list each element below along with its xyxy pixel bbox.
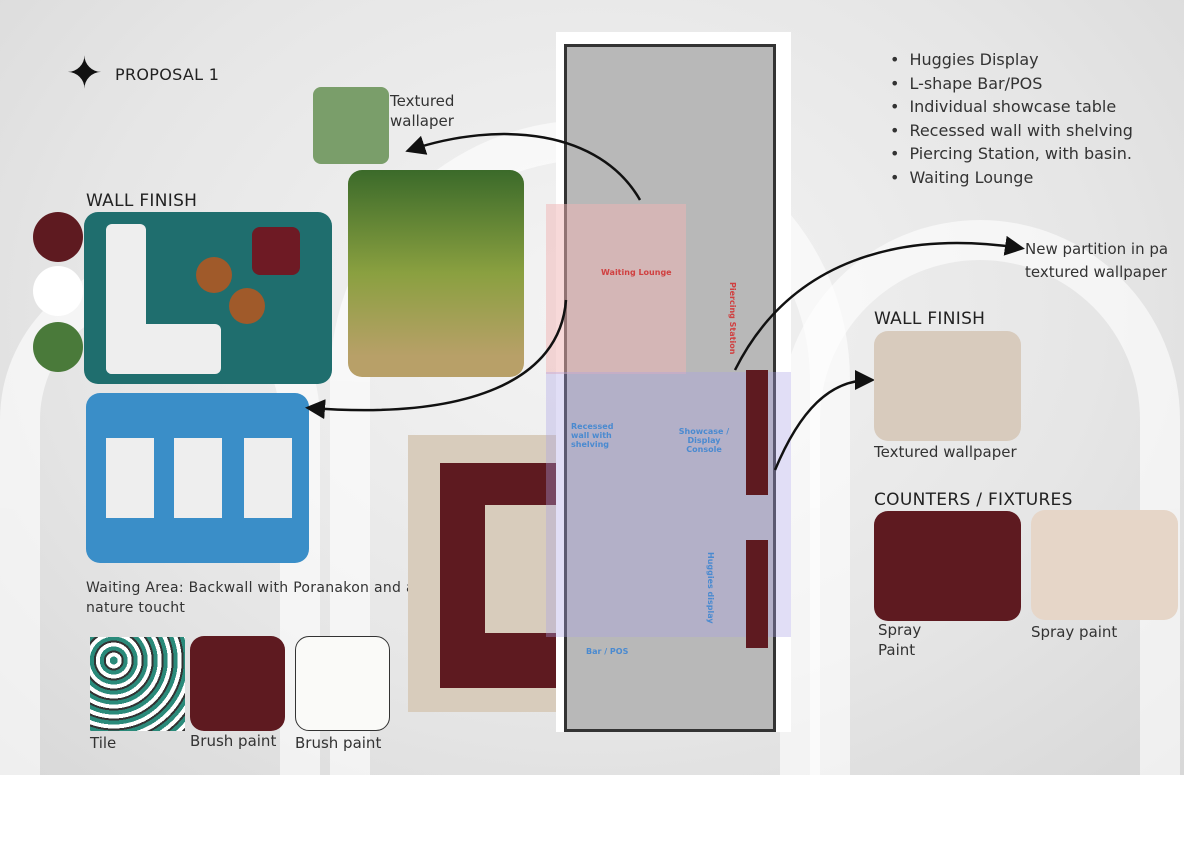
feature-item: Recessed wall with shelving bbox=[890, 119, 1133, 143]
wall-finish-heading: WALL FINISH bbox=[86, 191, 198, 211]
waiting-area-caption: Waiting Area: Backwall with Poranakon an… bbox=[86, 580, 453, 616]
plan-label-lounge: Waiting Lounge bbox=[601, 268, 672, 277]
feature-item: Piercing Station, with basin. bbox=[890, 142, 1133, 166]
tile-swatch bbox=[90, 637, 185, 731]
spray-paint-beige-swatch bbox=[1031, 510, 1178, 620]
brush-paint-maroon-swatch bbox=[190, 636, 285, 731]
feature-item: Huggies Display bbox=[890, 48, 1133, 72]
feature-item: Waiting Lounge bbox=[890, 166, 1133, 190]
spray-paint-label: Spray Paint bbox=[878, 621, 922, 659]
feature-list: Huggies Display L-shape Bar/POS Individu… bbox=[890, 48, 1133, 189]
partition-note: New partition in pa textured wallpaper bbox=[1025, 240, 1169, 281]
plan-label-piercing: Piercing Station bbox=[728, 282, 737, 355]
brush-paint-label: Brush paint bbox=[190, 732, 277, 750]
textured-wallpaper-sample bbox=[313, 87, 389, 164]
feature-item: Individual showcase table bbox=[890, 95, 1133, 119]
brush-paint-white-swatch bbox=[295, 636, 390, 731]
palette-swatch-white bbox=[33, 266, 83, 316]
spray-paint-label: Spray paint bbox=[1031, 623, 1118, 641]
sparkle-icon: ✦ bbox=[66, 48, 103, 99]
plan-label-huggies: Huggies display bbox=[706, 552, 715, 624]
counters-heading: COUNTERS / FIXTURES bbox=[874, 490, 1073, 510]
wall-finish-heading-right: WALL FINISH bbox=[874, 309, 986, 329]
plan-label-showcase: Showcase / Display Console bbox=[678, 427, 730, 454]
plan-label-bar: Bar / POS bbox=[586, 647, 629, 656]
brush-paint-label: Brush paint bbox=[295, 734, 382, 752]
plan-label-recessed: Recessed wall with shelving bbox=[571, 422, 614, 449]
peranakan-facade-image bbox=[86, 393, 309, 563]
garden-arch-image bbox=[348, 170, 524, 377]
palette-swatch-maroon bbox=[33, 212, 83, 262]
annotation-arrows bbox=[305, 132, 1025, 471]
palette-swatch-green bbox=[33, 322, 83, 372]
page-title: PROPOSAL 1 bbox=[115, 65, 220, 84]
textured-wallpaper-caption: Textured wallpaper bbox=[874, 443, 1017, 461]
spray-paint-maroon-swatch bbox=[874, 511, 1021, 621]
textured-wallpaper-label: Textured wallaper bbox=[390, 92, 455, 130]
bar-counter-render bbox=[408, 435, 560, 712]
textured-wallpaper-swatch bbox=[874, 331, 1021, 441]
lounge-image bbox=[84, 212, 332, 384]
feature-item: L-shape Bar/POS bbox=[890, 72, 1133, 96]
tile-label: Tile bbox=[90, 734, 117, 752]
